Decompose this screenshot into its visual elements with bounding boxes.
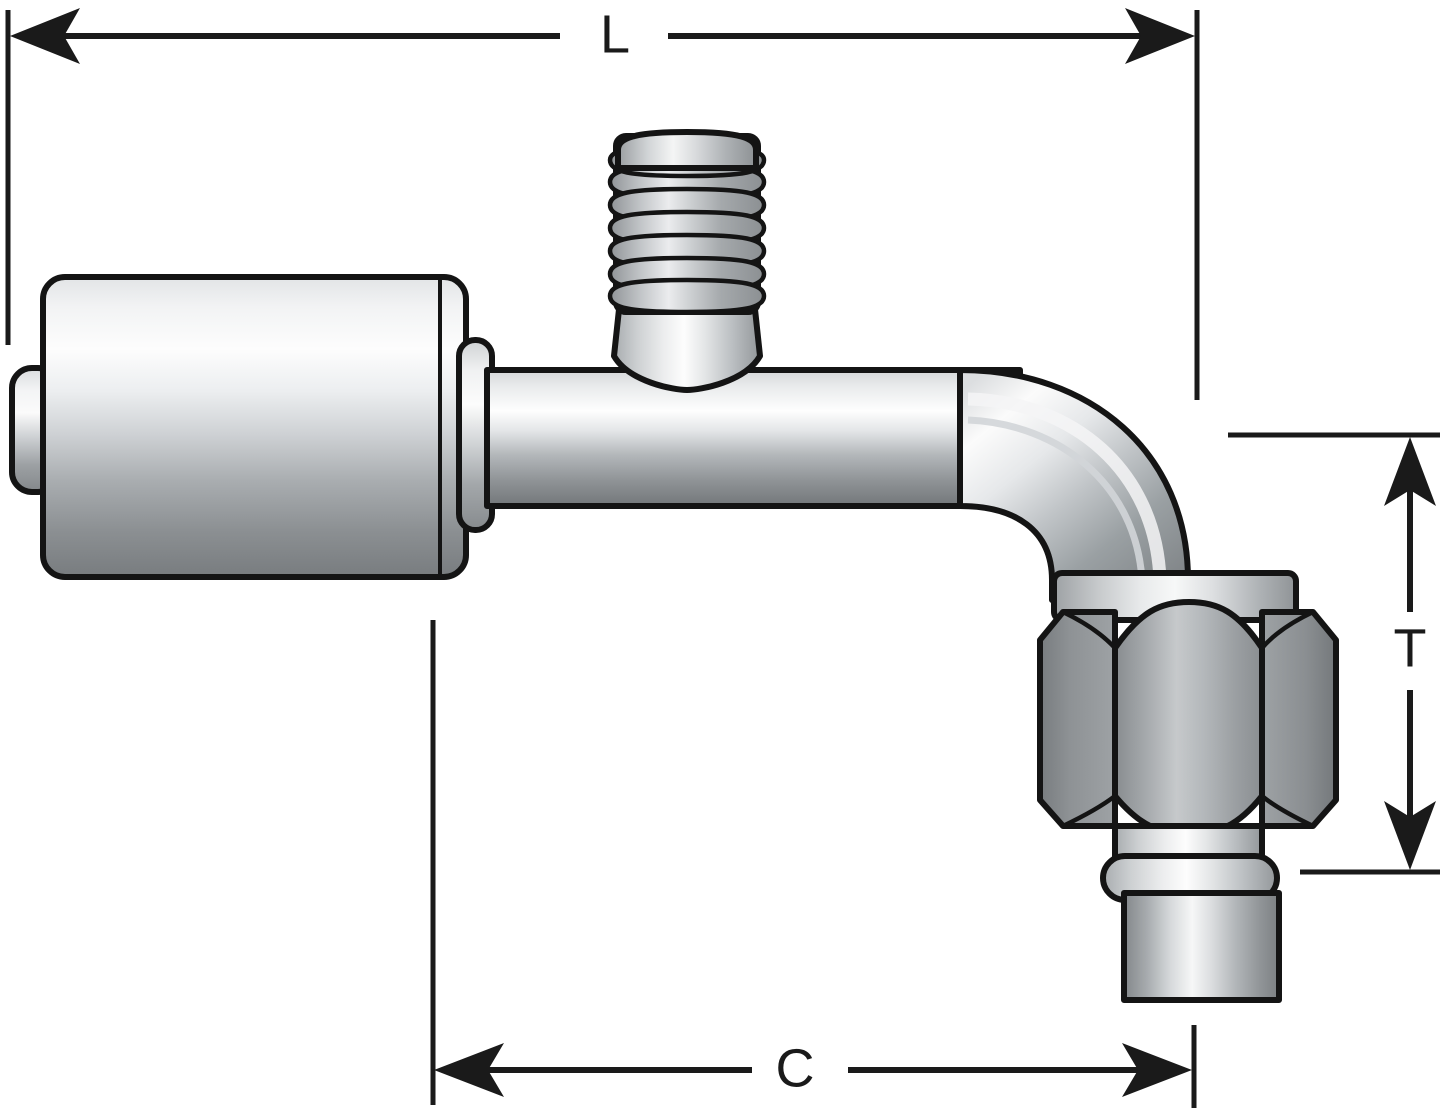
thread-coil-6 [607,277,767,315]
stud-base-flange [611,297,763,393]
threaded-stud-port [607,129,767,393]
dimension-T: T [1228,432,1440,875]
dimension-L-label: L [600,4,630,64]
dimension-L-arrow-right [1125,8,1195,64]
dimension-T-arrow-top [1384,437,1436,506]
dimension-L: L [5,4,1200,400]
hex-bevel-bottom-right [1259,793,1316,829]
hex-bevel-top-left [1060,609,1118,651]
dimension-T-arrow-bottom [1384,801,1436,870]
elbow-highlight-arc [967,392,1167,581]
hex-face-center [1112,599,1265,837]
stud-top-cap [615,129,759,171]
outlet-end-tube [1121,890,1282,1003]
dimension-L-arrow-left [10,8,80,64]
dimension-T-label: T [1394,618,1427,678]
dimension-C: C [430,620,1197,1108]
dimension-C-arrow-left [434,1043,504,1097]
hex-face-left [1037,609,1118,829]
stud-thread-coils [607,143,767,315]
horizontal-tube [484,367,1023,509]
hex-face-right [1259,609,1339,829]
dimension-C-label: C [776,1038,815,1098]
dimension-C-arrow-right [1122,1043,1192,1097]
elbow-shade-arc [967,416,1146,581]
hex-bevel-top-right [1259,609,1316,651]
hex-bevel-bottom-left [1060,793,1118,829]
hex-swivel-nut [1037,599,1339,837]
crimp-collar [40,274,469,580]
